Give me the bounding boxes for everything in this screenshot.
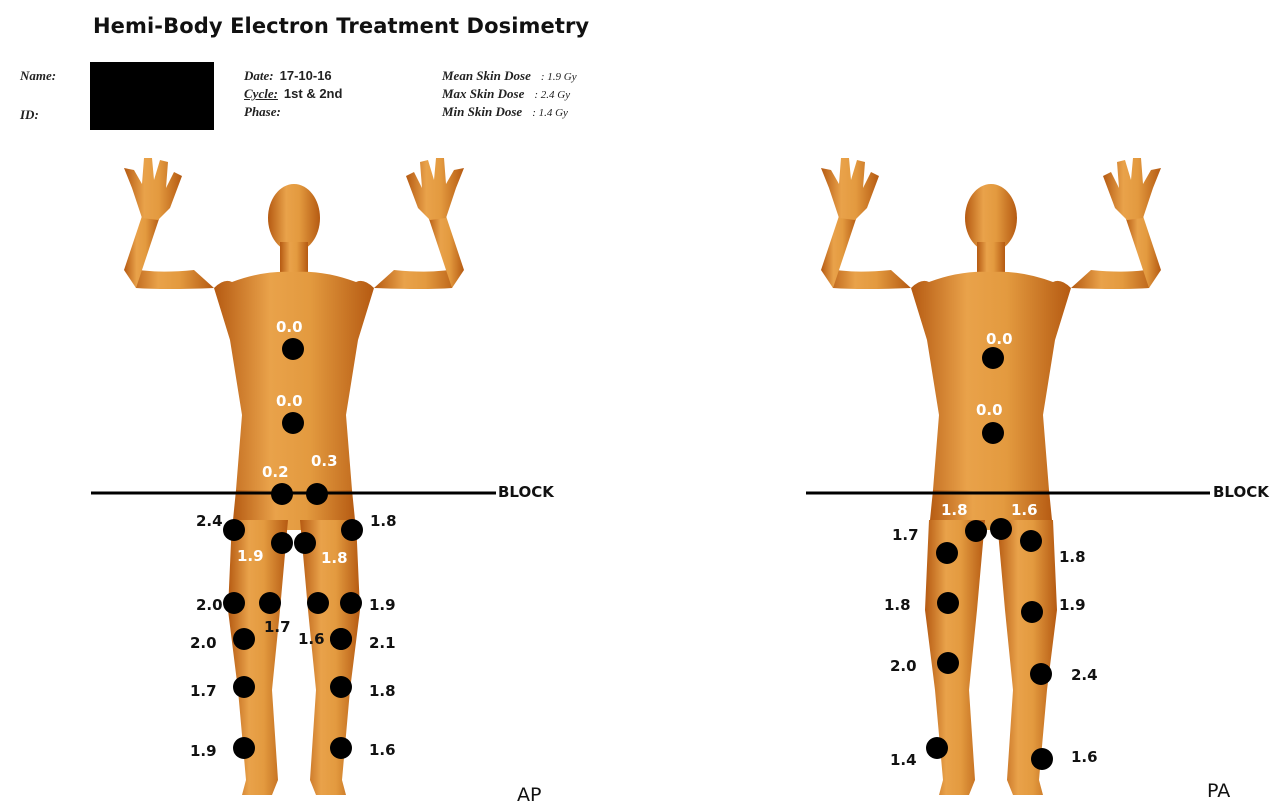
ap-dose-dot xyxy=(271,532,293,554)
pa-dose-label: 2.4 xyxy=(1071,666,1098,684)
ap-dose-label: 0.0 xyxy=(276,392,303,410)
pa-dose-dot xyxy=(982,347,1004,369)
ap-dose-label: 0.2 xyxy=(262,463,289,481)
ap-dose-dot xyxy=(330,676,352,698)
ap-dose-label: 2.4 xyxy=(196,512,223,530)
ap-dose-label: 1.8 xyxy=(321,549,348,567)
pa-body-figure xyxy=(821,158,1161,795)
pa-dose-label: 1.7 xyxy=(892,526,919,544)
ap-dose-label: 1.6 xyxy=(298,630,325,648)
pa-dose-label: 1.8 xyxy=(1059,548,1086,566)
pa-dose-dot xyxy=(937,652,959,674)
pa-dose-dot xyxy=(982,422,1004,444)
ap-dose-label: 2.0 xyxy=(190,634,217,652)
ap-dose-dot xyxy=(271,483,293,505)
ap-dose-dot xyxy=(233,676,255,698)
ap-dose-dot xyxy=(340,592,362,614)
pa-dose-dot xyxy=(1031,748,1053,770)
pa-dose-dot xyxy=(1030,663,1052,685)
ap-dose-label: 0.0 xyxy=(276,318,303,336)
ap-dose-dot xyxy=(282,412,304,434)
ap-dose-dot xyxy=(259,592,281,614)
pa-dose-dot xyxy=(1020,530,1042,552)
pa-dose-label: 1.9 xyxy=(1059,596,1086,614)
ap-block-label: BLOCK xyxy=(498,483,555,501)
ap-dose-label: 1.7 xyxy=(190,682,217,700)
pa-dose-label: 1.8 xyxy=(941,501,968,519)
pa-dose-dot xyxy=(990,518,1012,540)
ap-dose-dot xyxy=(306,483,328,505)
pa-dose-label: 2.0 xyxy=(890,657,917,675)
pa-dose-dot xyxy=(926,737,948,759)
ap-dose-label: 1.9 xyxy=(190,742,217,760)
ap-dose-label: 1.8 xyxy=(370,512,397,530)
ap-dose-dot xyxy=(330,737,352,759)
pa-dose-label: 1.6 xyxy=(1071,748,1098,766)
ap-dose-dot xyxy=(282,338,304,360)
ap-dose-label: 2.0 xyxy=(196,596,223,614)
pa-dose-dot xyxy=(936,542,958,564)
ap-dose-label: 1.7 xyxy=(264,618,291,636)
pa-dose-dot xyxy=(1021,601,1043,623)
ap-dose-label: 1.6 xyxy=(369,741,396,759)
ap-dose-dot xyxy=(341,519,363,541)
pa-dose-label: 0.0 xyxy=(976,401,1003,419)
ap-dose-label: 0.3 xyxy=(311,452,338,470)
pa-view-label: PA xyxy=(1207,780,1230,802)
ap-dose-label: 1.9 xyxy=(237,547,264,565)
ap-dose-label: 2.1 xyxy=(369,634,396,652)
pa-dose-dot xyxy=(965,520,987,542)
ap-dose-dot xyxy=(223,519,245,541)
ap-view-label: AP xyxy=(517,784,541,805)
ap-dose-dot xyxy=(294,532,316,554)
ap-dot-extra xyxy=(307,592,329,614)
ap-dose-dot xyxy=(223,592,245,614)
ap-dose-label: 1.9 xyxy=(369,596,396,614)
ap-body-figure xyxy=(124,158,464,795)
pa-dose-label: 0.0 xyxy=(986,330,1013,348)
ap-dose-dot xyxy=(233,628,255,650)
pa-dose-dot xyxy=(937,592,959,614)
pa-dose-label: 1.8 xyxy=(884,596,911,614)
ap-dose-dot xyxy=(233,737,255,759)
pa-dose-label: 1.4 xyxy=(890,751,917,769)
ap-dose-label: 1.8 xyxy=(369,682,396,700)
pa-dose-label: 1.6 xyxy=(1011,501,1038,519)
ap-dose-dot xyxy=(330,628,352,650)
pa-block-label: BLOCK xyxy=(1213,483,1270,501)
